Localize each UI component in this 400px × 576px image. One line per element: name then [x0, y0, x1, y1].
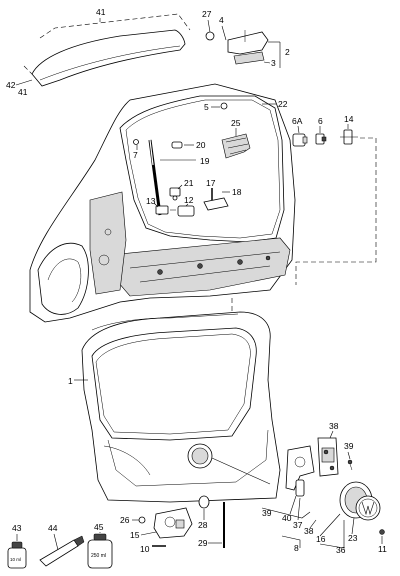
label-8: 8: [294, 543, 299, 553]
label-14: 14: [344, 114, 354, 124]
leader-3: [263, 61, 271, 64]
label-4: 4: [219, 15, 224, 25]
leader-39-top: [347, 451, 351, 460]
label-39-bottom: 39: [262, 508, 272, 518]
label-7: 7: [133, 150, 138, 160]
leader-to-lock: [211, 457, 271, 485]
dashed-link-right: [295, 137, 377, 285]
bracket-8: [281, 535, 301, 548]
vw-emblem-handle: [339, 481, 385, 535]
leader-44: [53, 533, 59, 551]
label-45: 45: [94, 522, 104, 532]
parts-6-14: [292, 129, 358, 147]
leader-38-bottom: [309, 519, 317, 529]
vehicle-body-rear: [29, 83, 296, 323]
label-27: 27: [202, 9, 212, 19]
leader-27: [207, 19, 211, 33]
latch-parts: [138, 495, 225, 548]
label-17: 17: [206, 178, 216, 188]
leader-42: [15, 79, 33, 86]
label-11: 11: [378, 544, 387, 554]
label-36: 36: [336, 545, 346, 555]
label-16: 16: [316, 534, 326, 544]
leader-23: [351, 517, 355, 535]
label-42: 42: [6, 80, 16, 90]
label-6: 6: [318, 116, 323, 126]
lock-mechanism: [285, 437, 353, 497]
leader-21: [177, 184, 183, 190]
label-29: 29: [198, 538, 208, 548]
label-44: 44: [48, 523, 58, 533]
label-10: 10: [140, 544, 150, 554]
tailgate-hinge: [205, 30, 269, 65]
label-38-bottom: 38: [304, 526, 314, 536]
label-6a: 6A: [292, 116, 303, 126]
label-40: 40: [282, 513, 292, 523]
service-products: [7, 533, 113, 569]
gas-strut: [133, 139, 183, 216]
tube-volume-label: 10 ml: [10, 557, 21, 562]
label-38-top: 38: [329, 421, 339, 431]
leader-6a: [297, 125, 300, 134]
label-1: 1: [68, 376, 73, 386]
part-17-18-striker: [203, 188, 229, 211]
label-21: 21: [184, 178, 194, 188]
leader-38-top: [329, 430, 334, 439]
tailgate-panel: [81, 311, 281, 503]
bracket-39-bottom: [261, 507, 311, 519]
label-20: 20: [196, 140, 206, 150]
label-23: 23: [348, 533, 358, 543]
leader-15: [140, 531, 157, 536]
leader-16: [319, 513, 341, 537]
label-26: 26: [120, 515, 130, 525]
leader-37: [297, 497, 301, 521]
can-volume-label: 250 ml: [91, 553, 106, 559]
leader-4: [221, 25, 227, 41]
label-25: 25: [231, 118, 241, 128]
label-12: 12: [184, 195, 194, 205]
roof-spoiler: [23, 13, 191, 87]
label-37: 37: [293, 520, 303, 530]
label-41-top: 41: [96, 7, 106, 17]
label-2: 2: [285, 47, 290, 57]
label-15: 15: [130, 530, 140, 540]
leader-13: [153, 202, 159, 208]
leader-12: [185, 203, 189, 207]
part-25-bracket: [221, 133, 251, 159]
label-28: 28: [198, 520, 208, 530]
leader-40: [289, 495, 297, 515]
bracket-36: [319, 520, 345, 549]
label-19: 19: [200, 156, 210, 166]
label-41-side: 41: [18, 87, 28, 97]
label-22: 22: [278, 99, 288, 109]
part-12-13-mount: [155, 205, 195, 217]
label-13: 13: [146, 196, 156, 206]
label-39-top: 39: [344, 441, 354, 451]
label-5: 5: [204, 102, 209, 112]
label-3: 3: [271, 58, 276, 68]
part-5-nut: [220, 102, 228, 110]
label-43: 43: [12, 523, 22, 533]
part-21-clip: [169, 187, 181, 201]
label-18: 18: [232, 187, 242, 197]
